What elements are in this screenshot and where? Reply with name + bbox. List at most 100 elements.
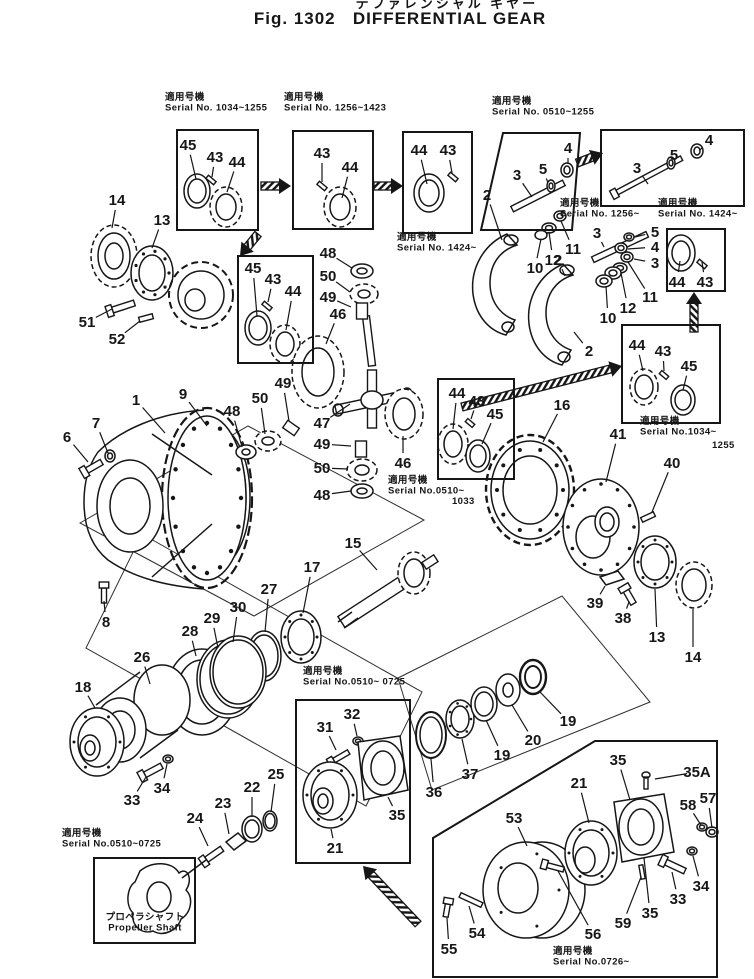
- leader-line: [270, 783, 276, 813]
- leader-line: [302, 576, 311, 614]
- leader-line: [359, 550, 378, 571]
- callout-11: 11: [565, 241, 581, 258]
- callout-46: 46: [330, 306, 347, 323]
- serial-label: Serial No.0510~ 0725: [303, 677, 406, 688]
- serial-label: 適用号機: [553, 945, 593, 957]
- callout-50: 50: [314, 460, 331, 477]
- leader-line: [692, 813, 702, 826]
- callout-49: 49: [275, 375, 292, 392]
- callout-43: 43: [655, 343, 672, 360]
- title-japanese: デファレンシャル ギヤー: [355, 0, 539, 11]
- leader-line: [620, 272, 627, 299]
- serial-label: 適用号機: [658, 197, 698, 209]
- leader-line: [95, 308, 113, 318]
- leader-line: [548, 231, 553, 251]
- leader-line: [682, 375, 688, 391]
- callout-14: 14: [685, 649, 702, 666]
- callout-44: 44: [669, 274, 686, 291]
- callout-16: 16: [554, 397, 571, 414]
- callout-46: 46: [395, 455, 412, 472]
- leader-line: [111, 209, 116, 229]
- serial-label: 適用号機: [640, 415, 680, 427]
- leader-line: [468, 905, 475, 924]
- callout-10: 10: [527, 260, 544, 277]
- callout-7: 7: [92, 415, 100, 432]
- callout-44: 44: [411, 142, 428, 159]
- callout-48: 48: [224, 403, 241, 420]
- serial-box: [666, 228, 726, 292]
- leader-line: [470, 410, 475, 420]
- serial-box: [432, 740, 718, 978]
- callout-25: 25: [268, 766, 285, 783]
- leader-line: [341, 176, 349, 199]
- serial-box: [437, 378, 515, 480]
- leader-line: [87, 695, 96, 709]
- serial-box: [176, 129, 259, 231]
- leader-line: [331, 444, 352, 447]
- callout-3: 3: [593, 225, 601, 242]
- leader-line: [224, 812, 230, 835]
- callout-21: 21: [571, 775, 588, 792]
- callout-35: 35: [610, 752, 627, 769]
- callout-13: 13: [154, 212, 171, 229]
- leader-line: [103, 600, 106, 613]
- callout-44: 44: [229, 154, 246, 171]
- leader-line: [654, 773, 688, 780]
- callout-33: 33: [124, 792, 141, 809]
- serial-label: 適用号機: [388, 474, 428, 486]
- leader-line: [353, 723, 358, 737]
- serial-label: 適用号機: [560, 197, 600, 209]
- leader-line: [142, 407, 166, 434]
- leader-line: [605, 285, 608, 309]
- callout-18: 18: [75, 679, 92, 696]
- callout-13: 13: [649, 629, 666, 646]
- leader-line: [330, 828, 334, 839]
- callout-17: 17: [304, 559, 321, 576]
- callout-12: 12: [620, 300, 637, 317]
- callout-39: 39: [587, 595, 604, 612]
- leader-line: [626, 876, 642, 914]
- serial-box: [93, 857, 196, 944]
- callout-36: 36: [426, 784, 443, 801]
- callout-35: 35: [642, 905, 659, 922]
- leader-line: [198, 826, 209, 847]
- serial-label: 適用号機: [284, 91, 324, 103]
- serial-box: [479, 132, 582, 231]
- callout-50: 50: [320, 268, 337, 285]
- callout-28: 28: [182, 623, 199, 640]
- callout-52: 52: [109, 331, 126, 348]
- callout-49: 49: [314, 436, 331, 453]
- callout-23: 23: [215, 795, 232, 812]
- leader-line: [643, 857, 650, 904]
- leader-line: [600, 241, 605, 248]
- leader-line: [522, 182, 533, 198]
- leader-line: [191, 640, 197, 657]
- callout-5: 5: [670, 147, 678, 164]
- serial-label: Serial No.0510~0725: [62, 839, 162, 850]
- callout-57: 57: [700, 790, 717, 807]
- callout-19: 19: [560, 713, 577, 730]
- callout-22: 22: [244, 779, 261, 796]
- callout-3: 3: [513, 167, 521, 184]
- leader-line: [633, 258, 646, 262]
- callout-43: 43: [697, 274, 714, 291]
- leader-line: [461, 738, 469, 765]
- callout-35A: 35A: [683, 764, 711, 781]
- callout-4: 4: [564, 140, 573, 157]
- leader-line: [144, 666, 151, 685]
- callout-3: 3: [633, 160, 641, 177]
- leader-line: [213, 627, 219, 649]
- callout-27: 27: [261, 581, 278, 598]
- serial-box: [295, 699, 411, 864]
- parts-layer: [69, 143, 719, 939]
- callout-54: 54: [469, 925, 486, 942]
- serial-box: [621, 324, 721, 424]
- figure-name: DIFFERENTIAL GEAR: [352, 9, 547, 28]
- callout-43: 43: [265, 271, 282, 288]
- leader-line: [331, 490, 352, 495]
- flow-arrow-icon: [574, 149, 604, 168]
- serial-label: 1033: [452, 496, 475, 507]
- callout-12: 12: [545, 252, 562, 269]
- callout-35: 35: [389, 807, 406, 824]
